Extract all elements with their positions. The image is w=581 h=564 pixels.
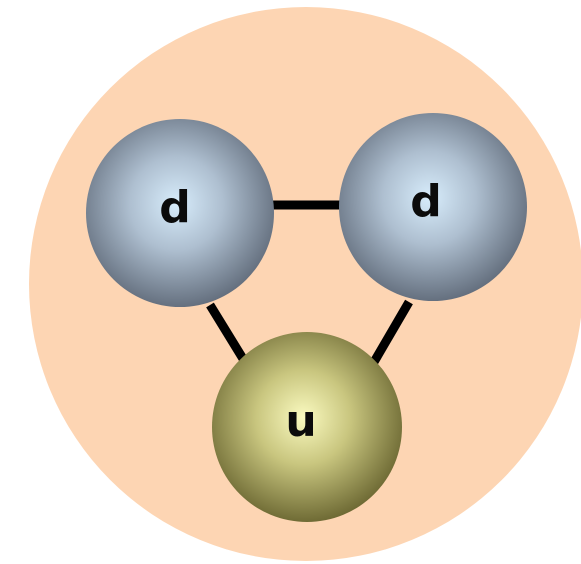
quark-label: u <box>285 396 316 447</box>
quark-down-left: d <box>86 119 274 307</box>
quark-up-bottom: u <box>212 332 402 522</box>
quark-label: d <box>159 182 191 233</box>
quark-down-right: d <box>339 113 527 301</box>
quark-label: d <box>410 176 442 227</box>
